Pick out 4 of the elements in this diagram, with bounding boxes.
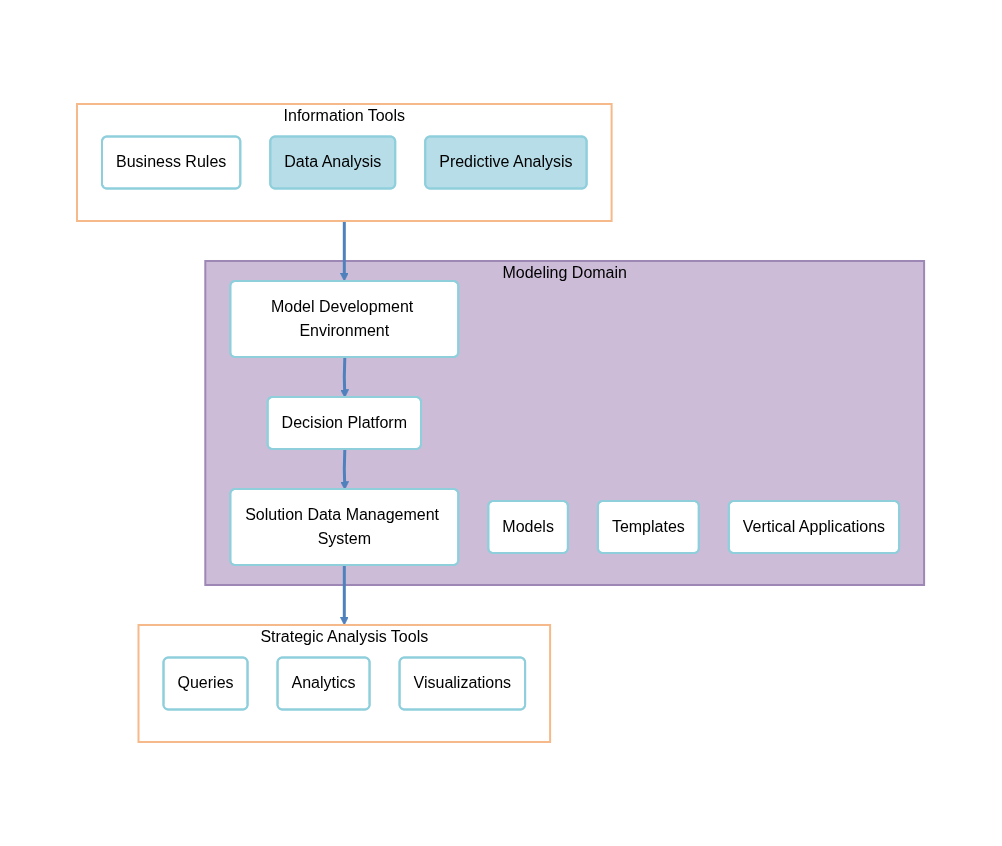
arrow [340, 357, 350, 398]
arrow [340, 449, 350, 490]
arrow [340, 221, 350, 282]
arrow [340, 565, 350, 626]
